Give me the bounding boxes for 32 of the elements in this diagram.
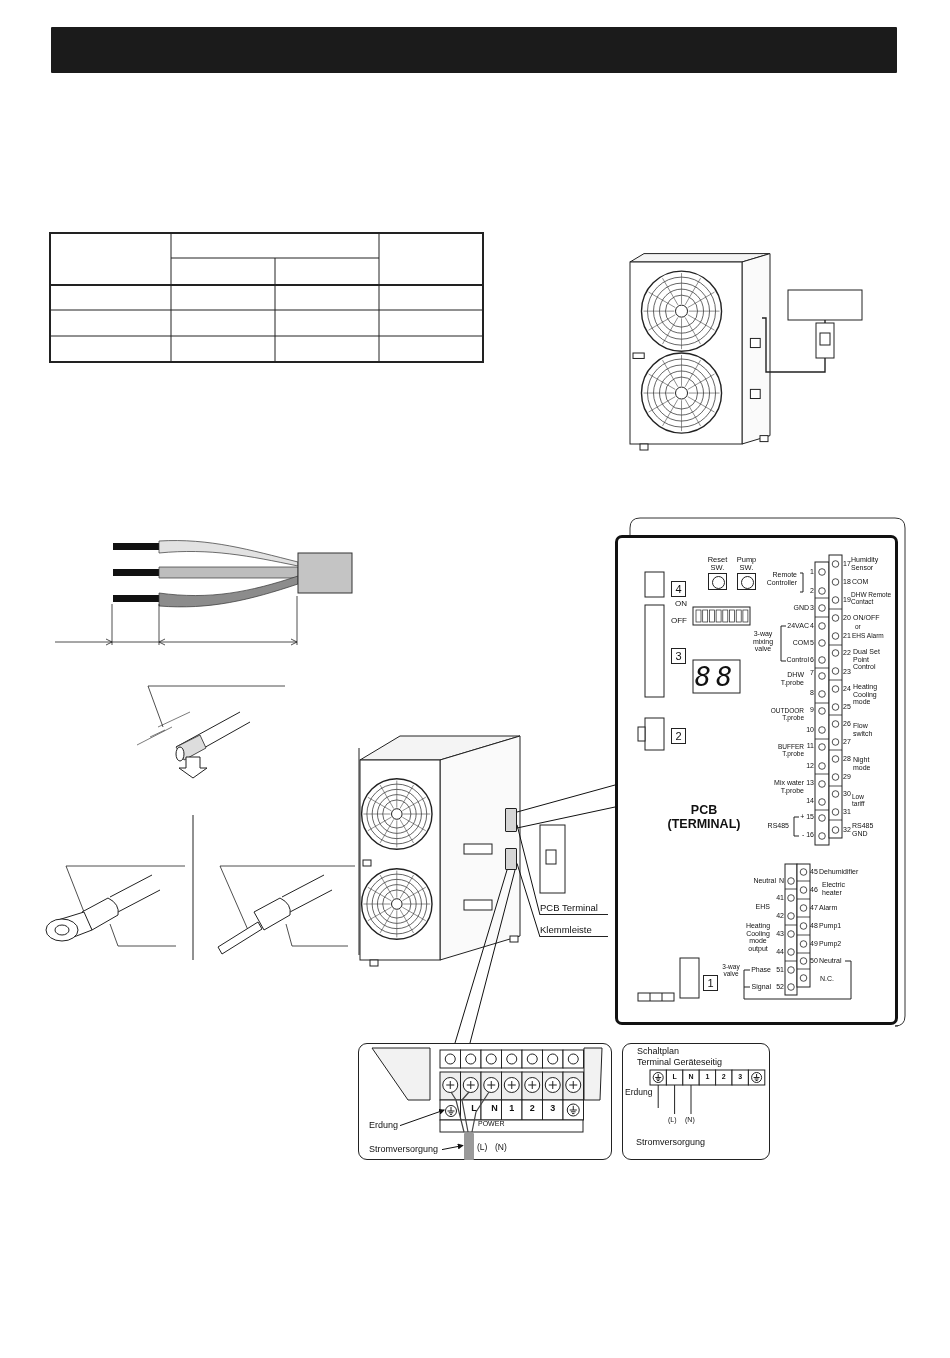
switch-label: OFF: [671, 617, 687, 626]
terminal-marking: 1: [508, 1104, 516, 1114]
terminal-marking: 3: [549, 1104, 557, 1114]
leader-line: [516, 824, 541, 916]
part-label: Klemmleiste: [540, 924, 608, 937]
board-title: PCB (TERMINAL): [666, 804, 742, 832]
wire-label: (N): [495, 1143, 507, 1153]
terminal-marking: 2: [528, 1104, 536, 1114]
leader-line: [516, 784, 616, 829]
part-label: PCB Terminal: [540, 902, 608, 915]
title-bar: [51, 27, 897, 73]
terminal-cover: [505, 808, 517, 832]
display-digits: 88: [693, 660, 739, 693]
callout-label: Stromversorgung: [369, 1144, 441, 1155]
leader-line: [441, 1143, 464, 1151]
callout-number: 1: [703, 975, 718, 991]
switch-label: ON: [675, 600, 687, 609]
terminal-marking: N: [490, 1104, 499, 1114]
leader-line: [516, 862, 541, 938]
power-cable: [464, 1133, 474, 1160]
callout-number: 3: [671, 648, 686, 664]
callout-number: 2: [671, 728, 686, 744]
leader-line: [399, 1108, 445, 1127]
callout-label: Erdung: [369, 1120, 399, 1131]
terminal-cover: [505, 848, 517, 870]
panel-heading: Terminal Geräteseitig: [637, 1057, 723, 1068]
wire-label: Stromversorgung: [636, 1138, 706, 1148]
wire-label: Erdung: [625, 1088, 653, 1098]
panel-heading: Schaltplan: [637, 1046, 680, 1057]
callout-number: 4: [671, 581, 686, 597]
leader-line: [454, 869, 516, 1044]
terminal-marking: L: [470, 1104, 478, 1114]
